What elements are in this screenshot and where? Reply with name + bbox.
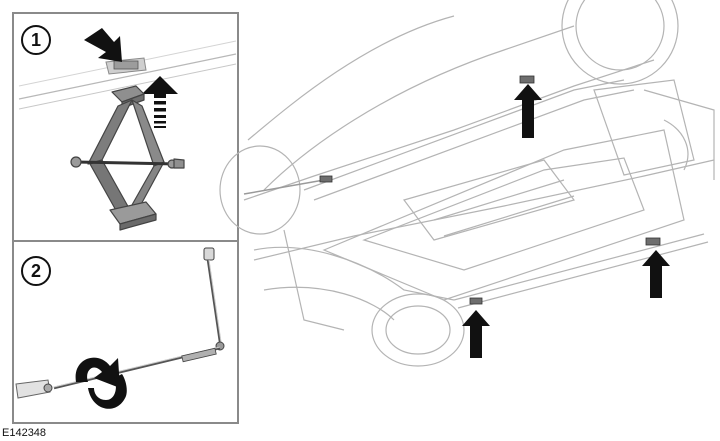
jacking-arrow-rear-right <box>642 250 670 298</box>
jacking-arrow-rear-left <box>514 84 542 138</box>
vehicle-underbody-illustration <box>219 0 715 367</box>
step-divider <box>14 240 237 242</box>
jacking-point-rear-left <box>519 75 535 84</box>
jacking-point-front-right <box>469 297 483 305</box>
scissor-jack-illustration <box>18 28 237 231</box>
step-1-badge: 1 <box>21 25 51 55</box>
jack-handle-illustration <box>15 247 225 409</box>
step-2-badge: 2 <box>21 256 51 286</box>
figure-reference-code: E142348 <box>2 427 47 439</box>
jacking-point-front-left <box>319 175 333 183</box>
instruction-panel: 1 <box>12 12 239 424</box>
jacking-point-rear-right <box>645 237 661 246</box>
jacking-arrow-front-right <box>462 310 490 358</box>
